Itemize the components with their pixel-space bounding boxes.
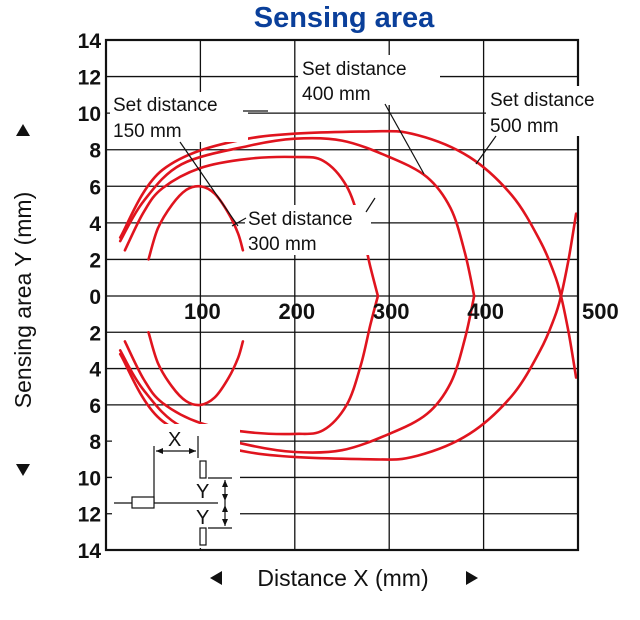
y-axis-up-arrow-icon — [16, 124, 30, 136]
inset-y-label-bottom: Y — [196, 507, 209, 529]
x-tick-label: 100 — [184, 299, 221, 324]
inset-receiver-bottom — [199, 527, 207, 546]
sensor-diagram-inset: X Y Y — [112, 424, 240, 548]
y-tick-label: 12 — [78, 504, 101, 527]
label-400mm-bg — [298, 55, 440, 105]
x-axis-left-arrow-icon — [210, 571, 222, 585]
y-tick-label: 6 — [89, 176, 101, 199]
y-tick-label: 10 — [78, 103, 101, 126]
chart-title: Sensing area — [254, 2, 435, 34]
curve-1-upper — [147, 184, 245, 261]
label-300mm-bg — [245, 205, 371, 255]
label-500mm-leader — [475, 135, 497, 165]
curve-3-upper — [118, 136, 476, 298]
inset-x-arrow-left — [156, 448, 163, 454]
inset-y-arrow-mid-down — [222, 505, 228, 512]
label-150mm-line1: Set distance — [113, 95, 218, 116]
curve-1-lower — [147, 331, 245, 407]
label-400mm: Set distance 400 mm — [298, 55, 440, 175]
inset-x-arrow-right — [189, 448, 196, 454]
x-axis-right-arrow-icon — [466, 571, 478, 585]
inset-x-label: X — [168, 429, 181, 451]
y-tick-label: 2 — [89, 249, 101, 272]
label-300mm-line2: 300 mm — [248, 234, 317, 255]
label-150mm-bg — [110, 92, 248, 142]
label-150mm-leader-2 — [179, 141, 239, 227]
y-tick-label: 14 — [78, 540, 102, 563]
y-tick-label: 4 — [89, 213, 101, 236]
y-tick-label: 8 — [89, 431, 101, 454]
label-500mm-bg — [486, 86, 628, 136]
label-300mm-line1: Set distance — [248, 209, 353, 230]
label-400mm-line2: 400 mm — [302, 84, 371, 105]
inset-emitter — [131, 496, 155, 509]
y-tick-label: 8 — [89, 140, 101, 163]
y-tick-label: 0 — [89, 286, 101, 309]
curve-3-lower — [118, 294, 476, 454]
label-300mm-leader-2 — [365, 197, 376, 213]
y-tick-label: 2 — [89, 322, 101, 345]
label-500mm-line1: Set distance — [490, 90, 595, 111]
x-tick-label: 200 — [278, 299, 315, 324]
y-tick-label: 6 — [89, 395, 101, 418]
inset-y-arrow-top — [222, 480, 228, 487]
label-150mm-line2: 150 mm — [113, 121, 182, 142]
x-tick-labels: 100 200 300 400 500 — [184, 299, 619, 324]
y-tick-label: 4 — [89, 359, 101, 382]
label-300mm-leader — [231, 217, 247, 227]
inset-y-arrow-bottom — [222, 519, 228, 526]
plot-frame — [104, 38, 580, 552]
y-tick-label: 10 — [78, 467, 101, 490]
inset-y-arrow-mid-up — [222, 494, 228, 501]
inset-y-label-top: Y — [196, 481, 209, 503]
label-400mm-line1: Set distance — [302, 59, 407, 80]
label-300mm: Set distance 300 mm — [231, 197, 376, 255]
x-axis-title: Distance X (mm) — [257, 565, 428, 591]
inset-background — [112, 424, 240, 548]
y-axis-title-group: Sensing area Y (mm) — [10, 124, 36, 476]
x-tick-label: 300 — [373, 299, 410, 324]
y-tick-label: 12 — [78, 67, 101, 90]
y-axis-down-arrow-icon — [16, 464, 30, 476]
label-400mm-leader — [384, 103, 425, 175]
label-500mm: Set distance 500 mm — [475, 86, 628, 165]
y-tick-label: 14 — [78, 30, 102, 53]
y-axis-title: Sensing area Y (mm) — [10, 192, 36, 408]
x-axis-title-group: Distance X (mm) — [210, 565, 478, 591]
y-tick-labels: 14 12 10 8 6 4 2 0 2 4 6 8 10 12 14 — [78, 30, 102, 563]
x-tick-label: 400 — [467, 299, 504, 324]
x-tick-label: 500 — [582, 299, 619, 324]
label-150mm: Set distance 150 mm — [110, 92, 268, 227]
curve-2-lower — [123, 294, 380, 436]
label-500mm-line2: 500 mm — [490, 116, 559, 137]
inset-receiver-top — [199, 460, 207, 479]
